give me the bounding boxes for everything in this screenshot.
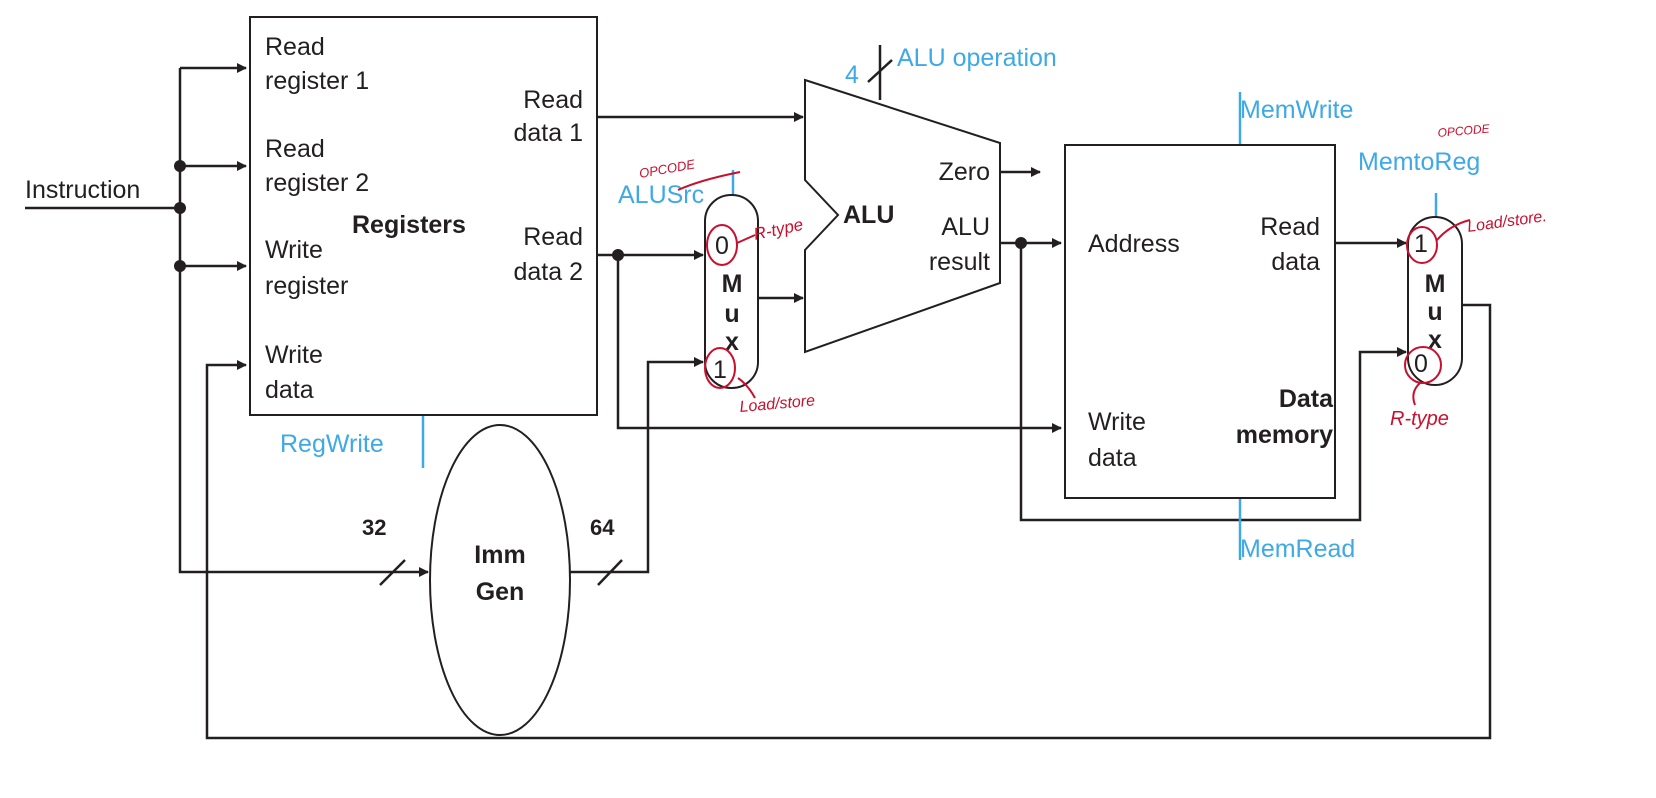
mux-label: u	[1427, 298, 1442, 326]
alu-result-label: ALU	[941, 213, 990, 241]
data-memory-block: Address Read data Write data Data memory	[1064, 144, 1336, 499]
alu-zero-label: Zero	[939, 158, 990, 186]
write-data-label: Write	[265, 341, 323, 369]
address-label: Address	[1088, 230, 1180, 258]
read-register-2-label: Read	[265, 135, 325, 163]
alu-operation-label: ALU operation	[897, 44, 1057, 72]
mux-label: u	[724, 300, 739, 328]
read-data-1-label-2: data 1	[513, 119, 583, 147]
data-memory-title: Data	[1279, 385, 1334, 413]
write-register-label: Write	[265, 236, 323, 264]
memtoreg-mux: 1 M u x 0	[1407, 216, 1463, 386]
mux-input-0: 0	[1414, 350, 1428, 378]
rtype-annotation: R-type	[1390, 408, 1449, 430]
rtype-annotation: R-type	[752, 215, 805, 244]
memwrite-label: MemWrite	[1240, 96, 1353, 124]
loadstore-annotation: Load/store.	[1466, 208, 1548, 236]
mux-label: M	[1425, 270, 1446, 298]
mem-read-data-label-2: data	[1271, 248, 1320, 276]
imm-gen-title: Imm	[474, 541, 525, 569]
alu-title: ALU	[843, 201, 894, 229]
registers-block: Read register 1 Read register 2 Write re…	[249, 16, 598, 416]
data-memory-title-2: memory	[1236, 421, 1333, 449]
mem-write-data-label-2: data	[1088, 444, 1137, 472]
memtoreg-label: MemtoReg	[1358, 148, 1480, 176]
alusrc-mux: 0 M u x 1	[704, 194, 759, 389]
loadstore-annotation: Load/store	[739, 392, 816, 416]
opcode-annotation: OPCODE	[638, 156, 696, 181]
read-register-1-label: Read	[265, 33, 325, 61]
mux-label: x	[725, 328, 739, 356]
wires	[25, 45, 1492, 740]
imm-gen-block: Imm Gen 32 64	[362, 424, 615, 736]
mem-write-data-label: Write	[1088, 408, 1146, 436]
mux-label: x	[1428, 326, 1442, 354]
imm-out-width: 64	[590, 515, 615, 540]
write-register-label-2: register	[265, 272, 348, 300]
alu-block: ALU Zero ALU result	[804, 78, 1001, 354]
mux-input-1: 1	[713, 356, 727, 384]
mux-label: M	[722, 270, 743, 298]
read-data-2-label: Read	[523, 223, 583, 251]
memread-label: MemRead	[1240, 535, 1355, 563]
control-lines	[421, 92, 1438, 560]
regwrite-label: RegWrite	[280, 430, 384, 458]
read-data-2-label-2: data 2	[513, 258, 583, 286]
read-data-1-label: Read	[523, 86, 583, 114]
read-register-2-label-2: register 2	[265, 169, 369, 197]
imm-in-width: 32	[362, 515, 386, 540]
write-data-label-2: data	[265, 376, 314, 404]
instruction-label: Instruction	[25, 176, 140, 204]
mux-input-0: 0	[715, 232, 729, 260]
alu-result-label-2: result	[929, 248, 990, 276]
mem-read-data-label: Read	[1260, 213, 1320, 241]
mux-input-1: 1	[1414, 230, 1428, 258]
registers-title: Registers	[352, 211, 466, 239]
opcode-annotation: OPCODE	[1437, 121, 1491, 140]
read-register-1-label-2: register 1	[265, 67, 369, 95]
alu-op-width: 4	[845, 61, 859, 89]
imm-gen-title-2: Gen	[476, 578, 525, 606]
